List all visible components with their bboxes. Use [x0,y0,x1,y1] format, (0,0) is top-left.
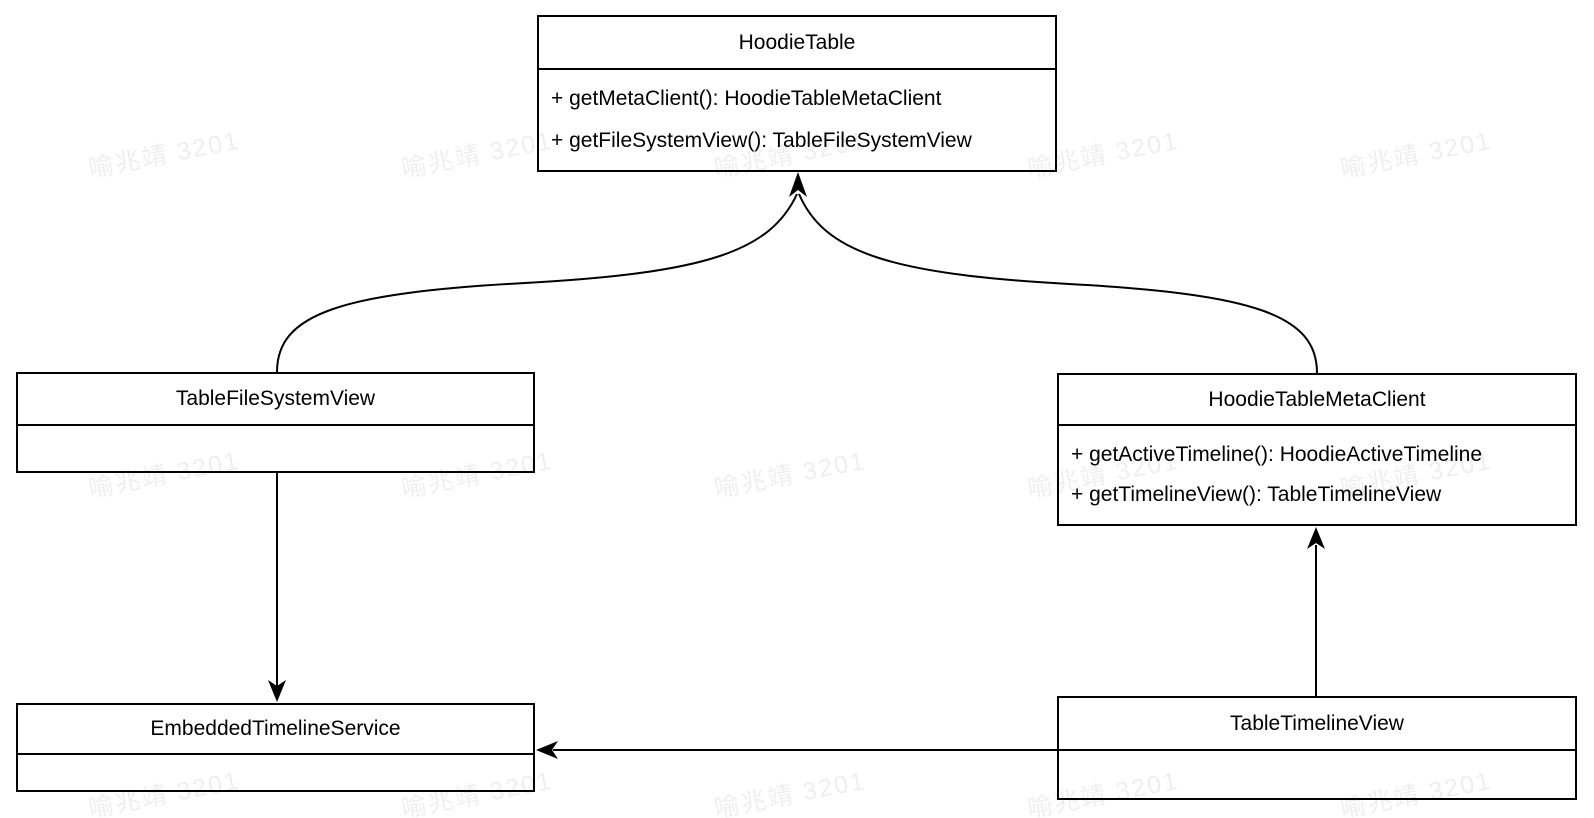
class-methods-hoodietablemetaclient: + getActiveTimeline(): HoodieActiveTimel… [1059,426,1575,524]
arrowhead-left-into-embeddedtimelineservice [536,741,558,759]
watermark-text: 喻兆靖 3201 [86,126,243,184]
watermark-text: 喻兆靖 3201 [1338,126,1495,184]
arrowhead-down-into-embeddedtimelineservice [268,680,286,702]
class-box-tabletimelineview: TableTimelineView [1057,696,1577,800]
arrowhead-up-into-hoodietablemetaclient [1307,527,1325,549]
class-methods-embeddedtimelineservice [18,755,533,790]
class-title-embeddedtimelineservice: EmbeddedTimelineService [18,705,533,755]
watermark-text: 喻兆靖 3201 [712,766,869,818]
class-methods-hoodietable: + getMetaClient(): HoodieTableMetaClient… [539,70,1055,170]
class-box-hoodietablemetaclient: HoodieTableMetaClient + getActiveTimelin… [1057,373,1577,526]
class-methods-tablefilesystemview [18,426,533,471]
watermark-text: 喻兆靖 3201 [712,446,869,504]
curve-tablefilesystemview-to-hoodietable [276,193,798,373]
class-methods-tabletimelineview [1059,751,1575,798]
class-box-embeddedtimelineservice: EmbeddedTimelineService [16,703,535,792]
class-method: + getActiveTimeline(): HoodieActiveTimel… [1071,442,1483,466]
curve-hoodietablemetaclient-to-hoodietable [798,193,1318,374]
arrowhead-up-into-hoodietable [789,172,807,197]
class-title-hoodietable: HoodieTable [539,17,1055,70]
class-method: + getFileSystemView(): TableFileSystemVi… [551,128,972,152]
class-title-tablefilesystemview: TableFileSystemView [18,374,533,426]
class-method: + getMetaClient(): HoodieTableMetaClient [551,87,942,111]
class-title-hoodietablemetaclient: HoodieTableMetaClient [1059,375,1575,426]
class-box-hoodietable: HoodieTable + getMetaClient(): HoodieTab… [537,15,1057,172]
class-method: + getTimelineView(): TableTimelineView [1071,483,1442,507]
class-box-tablefilesystemview: TableFileSystemView [16,372,535,473]
class-title-tabletimelineview: TableTimelineView [1059,698,1575,751]
watermark-text: 喻兆靖 3201 [399,126,556,184]
